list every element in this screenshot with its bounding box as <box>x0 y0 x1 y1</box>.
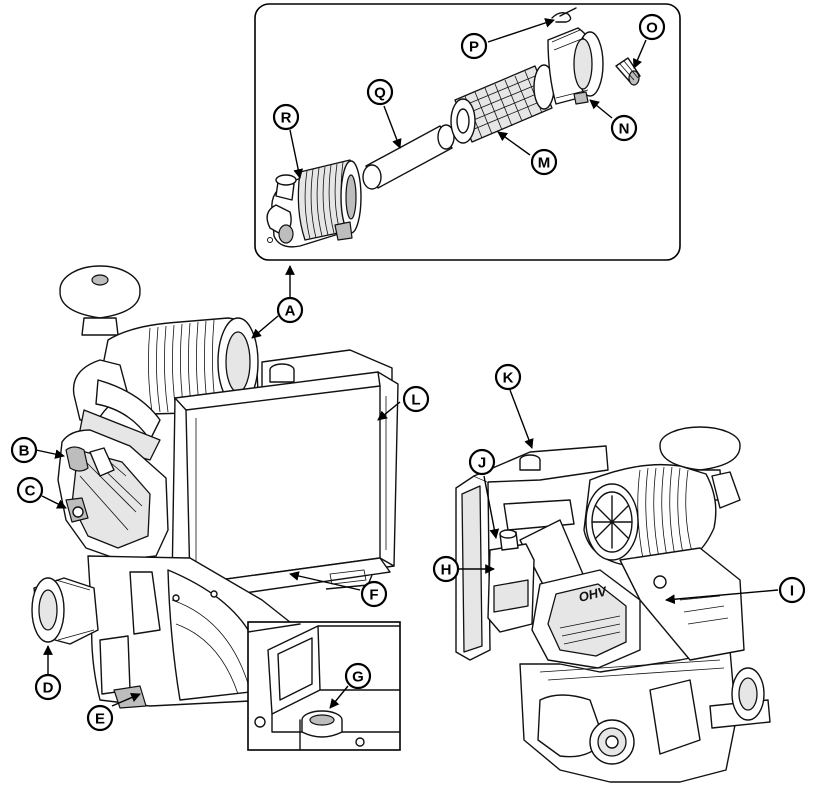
svg-text:D: D <box>43 680 54 697</box>
svg-text:P: P <box>469 39 479 56</box>
callout-R: R <box>274 105 298 129</box>
svg-text:L: L <box>411 392 420 409</box>
svg-text:R: R <box>281 110 292 127</box>
svg-text:K: K <box>503 370 514 387</box>
svg-text:E: E <box>95 711 105 728</box>
svg-text:O: O <box>646 20 658 37</box>
end-cap <box>548 28 603 104</box>
callout-C: C <box>18 478 42 502</box>
callout-J: J <box>470 450 494 474</box>
radiator-drain-inset <box>248 622 400 750</box>
svg-text:B: B <box>19 443 30 460</box>
svg-text:Q: Q <box>374 85 386 102</box>
callout-Q: Q <box>368 80 392 104</box>
radiator <box>172 372 398 600</box>
callout-O: O <box>640 15 664 39</box>
callout-F: F <box>362 582 386 606</box>
engine-rear-view: OHV <box>456 427 770 782</box>
svg-text:I: I <box>790 583 794 600</box>
callout-D: D <box>36 675 60 699</box>
callout-K: K <box>496 365 520 389</box>
oil-filter <box>32 578 98 644</box>
svg-text:J: J <box>478 455 486 472</box>
callout-M: M <box>532 150 556 174</box>
svg-text:G: G <box>352 669 364 686</box>
callout-I: I <box>780 578 804 602</box>
svg-text:N: N <box>619 121 630 138</box>
svg-text:C: C <box>25 483 36 500</box>
callout-H: H <box>434 557 458 581</box>
svg-text:H: H <box>441 562 452 579</box>
coolant-recovery-bottle <box>488 530 534 632</box>
callout-P: P <box>462 34 486 58</box>
callout-A: A <box>278 298 302 322</box>
svg-text:A: A <box>285 303 296 320</box>
callout-B: B <box>12 438 36 462</box>
callout-N: N <box>612 116 636 140</box>
svg-text:F: F <box>369 587 378 604</box>
svg-text:M: M <box>538 155 551 172</box>
callout-L: L <box>404 387 428 411</box>
callout-G: G <box>346 664 370 688</box>
callout-E: E <box>88 706 112 730</box>
